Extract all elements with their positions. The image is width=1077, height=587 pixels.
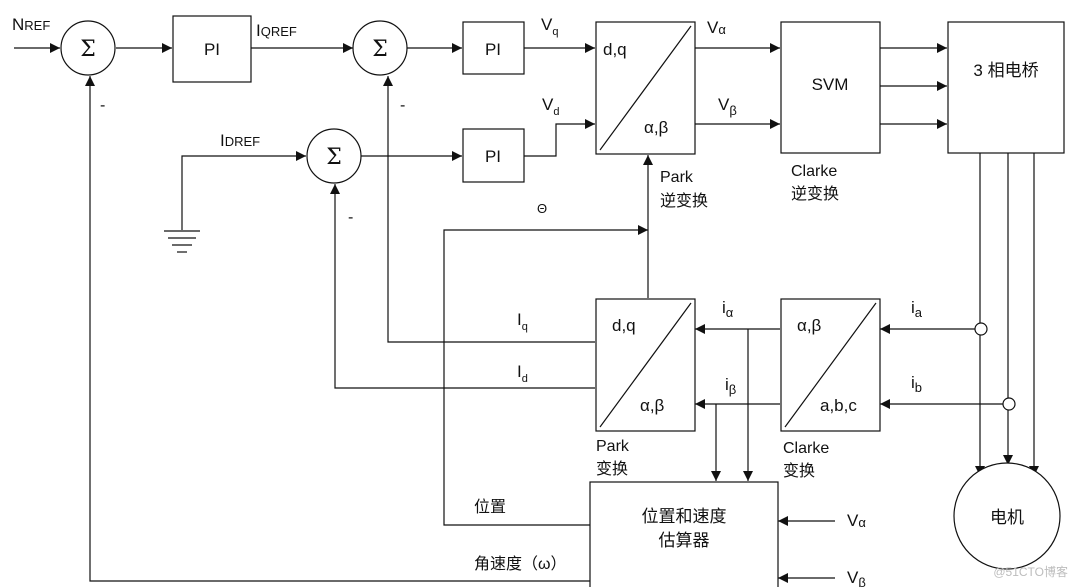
sum-symbol: Σ [372, 37, 388, 62]
valpha-label: Vα [707, 18, 726, 37]
park-block: d,q α,β [595, 298, 696, 432]
position-wire [443, 225, 648, 526]
ipark-caption: Park [660, 169, 694, 186]
svm-label: SVM [812, 75, 849, 94]
sum-junction-3: Σ [306, 128, 362, 184]
vd-wire [524, 119, 595, 157]
pi-iq-block: PI [462, 21, 525, 75]
park-caption: Park [596, 438, 630, 455]
clarke-desc: 变换 [783, 462, 815, 480]
vbeta-label: Vβ [718, 95, 737, 118]
phase-a-sense-tap [974, 322, 988, 336]
iclarke-caption: Clarke [791, 163, 837, 180]
vd-label: Vd [542, 95, 559, 118]
park-ab-label: α,β [640, 396, 665, 415]
id-label: Id [517, 362, 528, 385]
inverse-park-block: d,q α,β [595, 21, 696, 155]
motor: 电机 [953, 462, 1061, 570]
clarke-caption: Clarke [783, 440, 829, 457]
id-feedback-wire [330, 184, 595, 389]
clarke-abc-label: a,b,c [820, 396, 857, 415]
vbeta-est-label: Vβ [847, 568, 866, 587]
iqref-label: IQREF [256, 21, 297, 40]
clarke-ab-label: α,β [797, 316, 822, 335]
sum-junction-2: Σ [352, 20, 408, 76]
wires [14, 43, 1039, 583]
valpha-est-label: Vα [847, 511, 866, 530]
ground-symbol [164, 230, 200, 253]
sum-junction-1: Σ [60, 20, 116, 76]
ipark-ab-label: α,β [644, 118, 669, 137]
bridge-label: 3 相电桥 [973, 61, 1038, 80]
vq-label: Vq [541, 15, 558, 38]
position-label: 位置 [474, 498, 506, 516]
pi-id-block: PI [462, 128, 525, 183]
iq-label: Iq [517, 310, 528, 333]
pi-speed-block: PI [172, 15, 252, 83]
idref-wire [181, 151, 306, 230]
idref-label: IDREF [220, 131, 260, 150]
motor-label: 电机 [990, 508, 1024, 527]
estimator-label-1: 位置和速度 [642, 507, 727, 526]
phase-b-sense-tap [1002, 397, 1016, 411]
pi-label: PI [485, 40, 501, 59]
iq-feedback-wire [383, 76, 595, 343]
ibeta-label: iβ [725, 375, 736, 397]
pi-label: PI [204, 40, 220, 59]
pi-label: PI [485, 147, 501, 166]
sum-symbol: Σ [80, 37, 96, 62]
watermark: @51CTO博客 [993, 564, 1068, 579]
park-desc: 变换 [596, 460, 628, 478]
minus-sign-speed: - [100, 97, 105, 114]
iclarke-desc: 逆变换 [791, 185, 839, 203]
nref-label: NREF [12, 15, 50, 34]
speed-feedback-wire [85, 76, 590, 582]
sum-symbol: Σ [326, 145, 342, 170]
ipark-dq-label: d,q [603, 40, 627, 59]
ia-label: ia [911, 298, 923, 320]
ib-label: ib [911, 373, 922, 395]
clarke-block: α,β a,b,c [780, 298, 881, 432]
svm-block: SVM [780, 21, 881, 154]
estimator-label-2: 估算器 [659, 531, 710, 550]
theta-label: Θ [537, 201, 547, 216]
ipark-desc: 逆变换 [660, 192, 708, 210]
angular-speed-label: 角速度（ω） [474, 555, 567, 573]
minus-sign-id: - [348, 209, 353, 226]
ialpha-label: iα [722, 298, 734, 320]
three-phase-bridge-block: 3 相电桥 [947, 21, 1065, 154]
signal-labels: NREF IQREF IDREF Vq Vd Vα Vβ Θ Iq Id iα [12, 15, 923, 587]
minus-sign-iq: - [400, 97, 405, 114]
park-dq-label: d,q [612, 316, 636, 335]
position-speed-estimator-block: 位置和速度 估算器 [589, 481, 779, 587]
